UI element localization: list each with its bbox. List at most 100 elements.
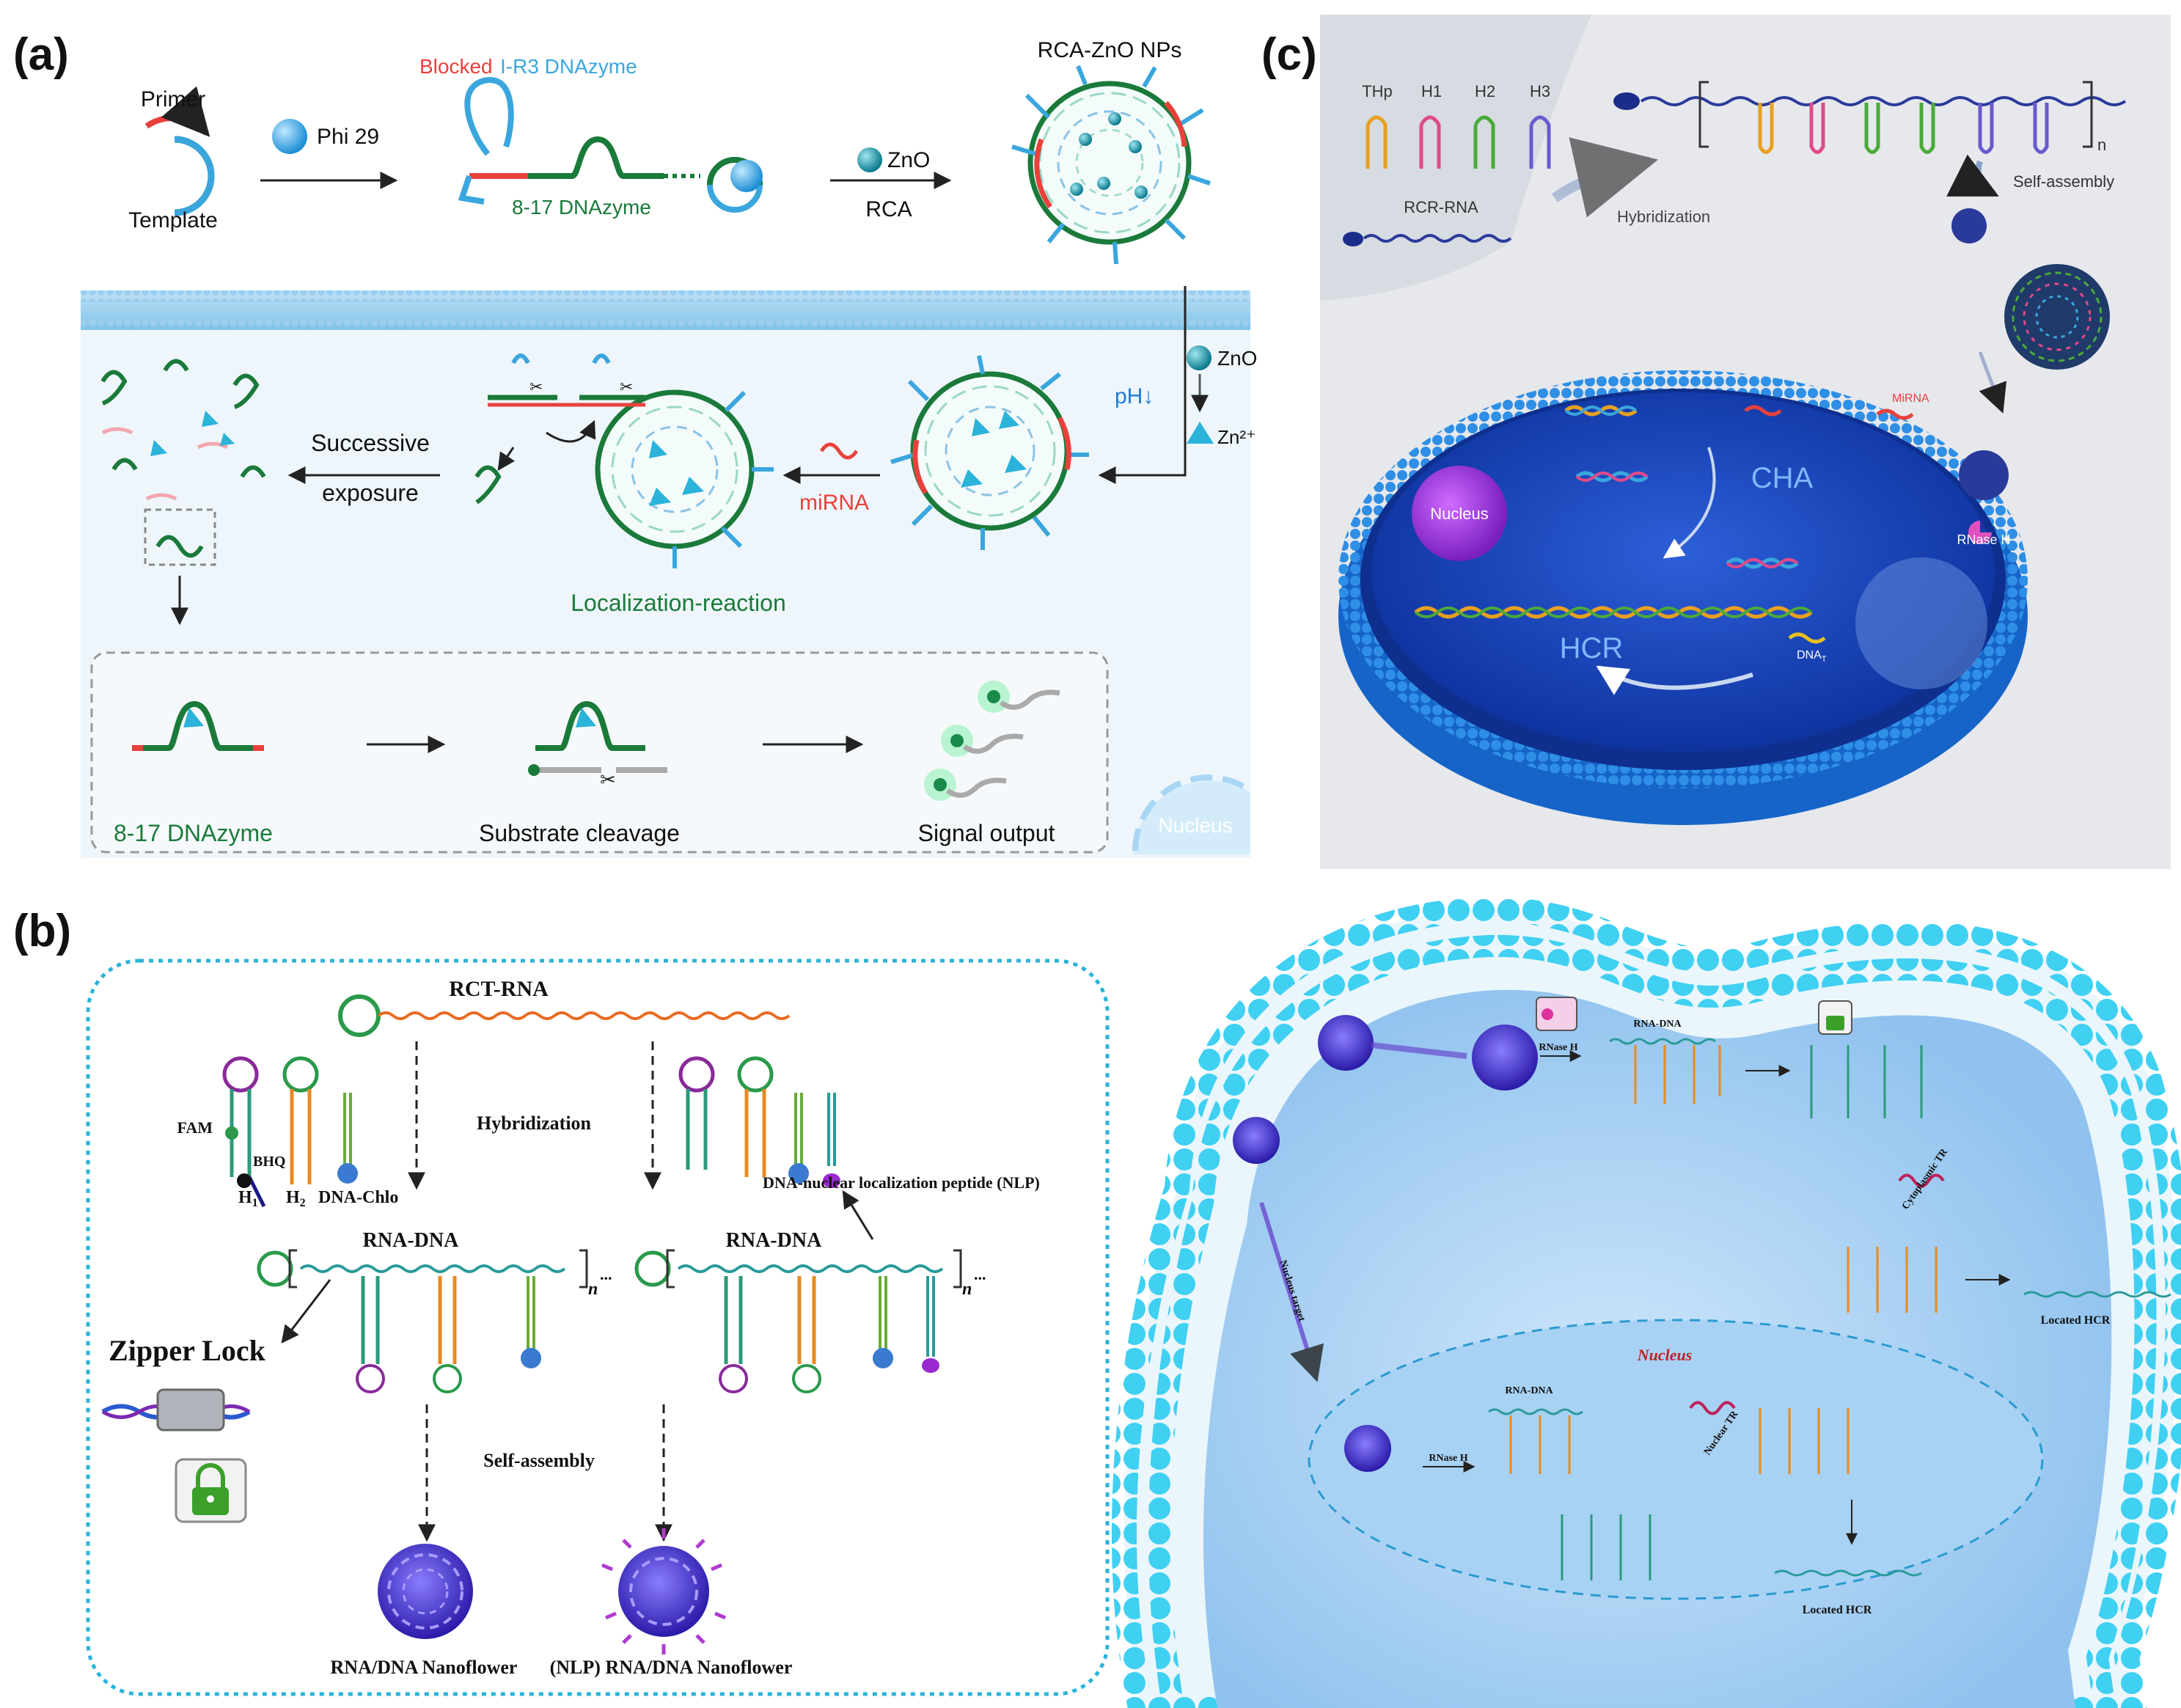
shadow-wedge [1320, 15, 1591, 301]
membrane-beads-top [81, 290, 1250, 302]
zn-bound [576, 708, 596, 727]
rca-zno-nanoparticle [1011, 65, 1211, 265]
rnase-top-label: RNase H [1539, 1042, 1577, 1053]
located-hcr-bottom [1774, 1569, 1922, 1577]
zipper-lock-illustration [101, 1388, 251, 1432]
located-hcr-top [2023, 1291, 2171, 1298]
primer-template-circle [144, 86, 215, 216]
rcr-long-strand [1640, 96, 2127, 106]
nucleus-a-label: Nucleus [1158, 814, 1232, 837]
nucleus-c [1412, 466, 1507, 561]
h2-label: H2 [1475, 82, 1495, 100]
dna-t-label: DNAT [1797, 649, 1827, 664]
cha-duplexes [1414, 405, 1914, 644]
ph-label: pH↓ [1115, 384, 1154, 408]
dnazyme-817-shape [143, 700, 253, 751]
repeat-brackets [1698, 81, 2093, 148]
ellipsis-left: ... [600, 1265, 612, 1283]
panel-a-label: (a) [13, 29, 69, 80]
rca-label: RCA [865, 197, 912, 221]
signal-fragments [924, 681, 1060, 801]
detail-box [90, 651, 1109, 854]
phi29-enzyme [272, 119, 307, 154]
successive-label: Successive [311, 430, 430, 456]
self-assembly-c-label: Self-assembly [2013, 172, 2114, 191]
entry-path [1371, 1042, 1467, 1059]
curved-arrow [546, 419, 596, 443]
rna-dna-left-label: RNA-DNA [363, 1229, 459, 1252]
hybridization-c-label: Hybridization [1617, 208, 1710, 226]
blocked-dnazyme-structure [458, 77, 763, 213]
located-bottom-label: Located HCR [1803, 1604, 1872, 1616]
entry-arrow [1978, 351, 2007, 414]
zn-ion-icon [1187, 422, 1214, 444]
nucleus-b-label: Nucleus [1637, 1346, 1693, 1364]
scissors-icon-3: ✂ [600, 769, 616, 791]
mirna-label: miRNA [799, 491, 869, 515]
right-hairpins [678, 1056, 840, 1188]
h3-label: H3 [1530, 82, 1550, 100]
n-right: n [962, 1280, 972, 1299]
membrane-beads-bottom [81, 320, 1250, 330]
nlp-nanoflower-entering [1233, 1117, 1280, 1164]
dnazyme-bound [535, 700, 645, 751]
self-assembly-arrow [1946, 154, 1999, 197]
mirna-strand [819, 442, 859, 460]
dnazyme-817-label: 8-17 DNAzyme [512, 196, 651, 219]
nanoparticle-in-cell [1959, 450, 2009, 500]
panel-a: (a) Primer Template Phi 29 Blocked I-R3 … [13, 29, 1257, 858]
thp-label: THp [1362, 82, 1393, 100]
nuclear-tr-strand [1689, 1401, 1736, 1415]
template-label: Template [128, 208, 218, 232]
rcr-rna-cap [1343, 232, 1363, 246]
ir3-label: I-R3 DNAzyme [500, 55, 637, 78]
key-bow [1542, 1008, 1553, 1020]
bottom-dnazyme-label: 8-17 DNAzyme [114, 820, 273, 846]
nanoflower-entering [1318, 1015, 1374, 1071]
nlp-arrow [842, 1190, 874, 1240]
nanoparticle-small [1951, 208, 1987, 243]
panel-c-label: (c) [1261, 29, 1317, 80]
nlp-nanoflower-label: (NLP) RNA/DNA Nanoflower [550, 1657, 793, 1678]
h2-hairpin [282, 1056, 319, 1184]
rnase-nuc-label: RNase H [1429, 1453, 1467, 1464]
cyto-hairpins [1847, 1247, 1938, 1313]
zno-particle [857, 147, 882, 172]
located-top-label: Located HCR [2041, 1314, 2111, 1327]
substrate-label: Substrate cleavage [479, 820, 680, 846]
ellipsis-right: ... [974, 1265, 986, 1283]
rna-dna-right-assembly [634, 1249, 962, 1393]
nucleus-corner [1133, 780, 1250, 854]
nucleus-target-arrow [1259, 1202, 1324, 1382]
h2-label: H2 [286, 1188, 306, 1209]
rcr-rna-strand [1363, 234, 1512, 243]
ir3-hairpins [511, 353, 611, 364]
hairpin-probes [1366, 115, 1551, 169]
zno-label: ZnO [887, 148, 930, 172]
hybridization-b-label: Hybridization [477, 1113, 592, 1134]
nanoflower-label: RNA/DNA Nanoflower [331, 1657, 518, 1678]
n-c-label: n [2097, 136, 2106, 154]
panel-b-label: (b) [13, 906, 71, 956]
nuc-hairpins [1561, 1408, 1850, 1580]
fluorophore-dot [528, 764, 540, 776]
primer-label: Primer [141, 87, 205, 111]
rna-dna-right-label: RNA-DNA [726, 1229, 822, 1252]
released-strands-cluster [100, 359, 266, 501]
cytoplasmic-tr-strand [1898, 1173, 1945, 1188]
cha-cycle-arrow [1663, 447, 1716, 559]
localization-label: Localization-reaction [571, 590, 786, 616]
top-assembly [1609, 1038, 1721, 1104]
phi29-label: Phi 29 [317, 125, 379, 149]
nanoparticle-large [2004, 264, 2110, 370]
fam-label: FAM [177, 1118, 213, 1137]
panel-c: (c) THp H1 H2 H3 RCR-RNA Hybridization n [1261, 15, 2171, 869]
h1-hairpin [222, 1056, 266, 1208]
rcr-rna-label: RCR-RNA [1404, 198, 1478, 216]
nuc-assembly [1488, 1408, 1583, 1474]
zn-in-dnazyme [183, 708, 204, 727]
zno-particle-2 [1187, 345, 1212, 370]
rct-rna-label: RCT-RNA [449, 977, 549, 1001]
rna-dna-nanoflower [378, 1544, 473, 1639]
n-left: n [588, 1280, 598, 1299]
